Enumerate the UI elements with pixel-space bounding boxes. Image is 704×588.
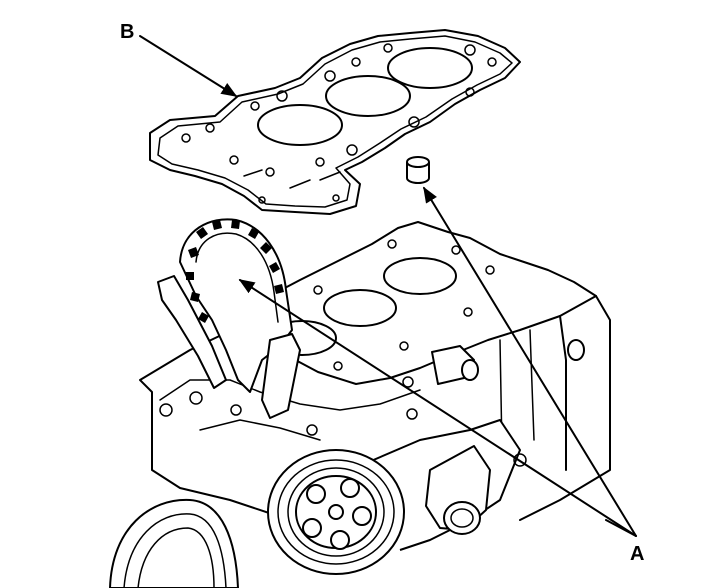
- thermostat-housing: [425, 445, 491, 535]
- water-pump-pulley: [267, 449, 405, 575]
- timing-chain: [179, 218, 293, 393]
- label-b-leader: [139, 35, 238, 97]
- crankshaft-pulley: [109, 498, 239, 588]
- dowel-pin-right: [406, 156, 430, 184]
- chain-guide: [157, 275, 301, 419]
- label-a-junction: [605, 519, 637, 537]
- head-gasket: [149, 29, 521, 215]
- label-b: B: [120, 21, 134, 43]
- label-a: A: [630, 543, 644, 565]
- label-a-leader-right: [423, 186, 637, 537]
- label-a-leader-left: [238, 279, 637, 537]
